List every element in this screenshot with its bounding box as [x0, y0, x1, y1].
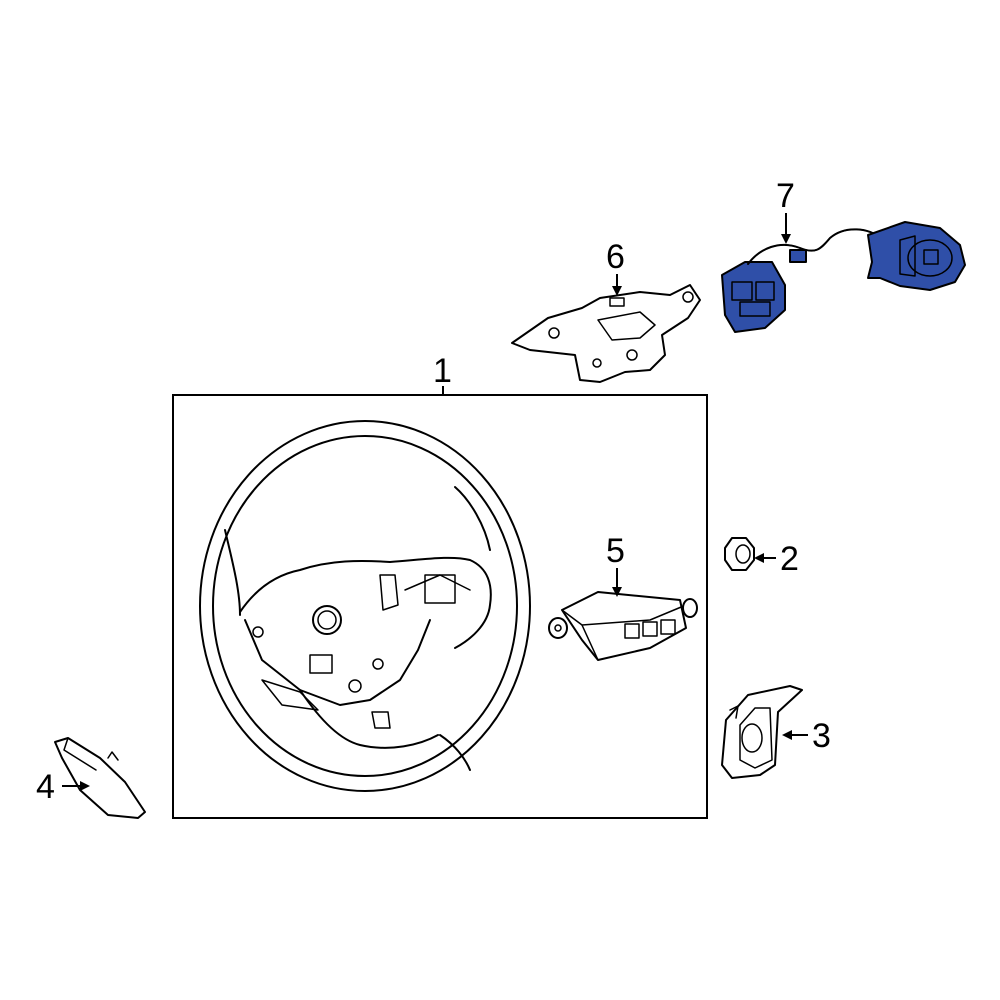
nut-part-2[interactable] — [724, 537, 755, 571]
callout-6-label: 6 — [606, 238, 625, 276]
callout-4[interactable]: 4 — [36, 768, 90, 806]
steering-wheel-assembly-box — [172, 394, 708, 819]
module-part-5[interactable] — [548, 591, 698, 661]
right-switch-pad — [867, 221, 966, 291]
callout-1-label: 1 — [433, 352, 452, 390]
callout-5[interactable]: 5 — [606, 532, 625, 597]
callout-7-label: 7 — [776, 177, 795, 215]
callout-6[interactable]: 6 — [606, 238, 625, 296]
callout-2[interactable]: 2 — [754, 540, 799, 578]
steering-wheel-part[interactable] — [199, 420, 531, 792]
callout-3-label: 3 — [812, 717, 831, 755]
bracket-part-6[interactable] — [511, 284, 701, 383]
cover-part-4[interactable] — [54, 737, 146, 819]
callout-3[interactable]: 3 — [782, 717, 831, 755]
callout-1[interactable]: 1 — [433, 352, 452, 395]
callout-7[interactable]: 7 — [776, 177, 795, 244]
bezel-part-3[interactable] — [721, 685, 803, 779]
callout-5-label: 5 — [606, 532, 625, 570]
callout-4-label: 4 — [36, 768, 55, 806]
callout-2-label: 2 — [780, 540, 799, 578]
switch-assembly-part-7[interactable] — [721, 221, 966, 333]
